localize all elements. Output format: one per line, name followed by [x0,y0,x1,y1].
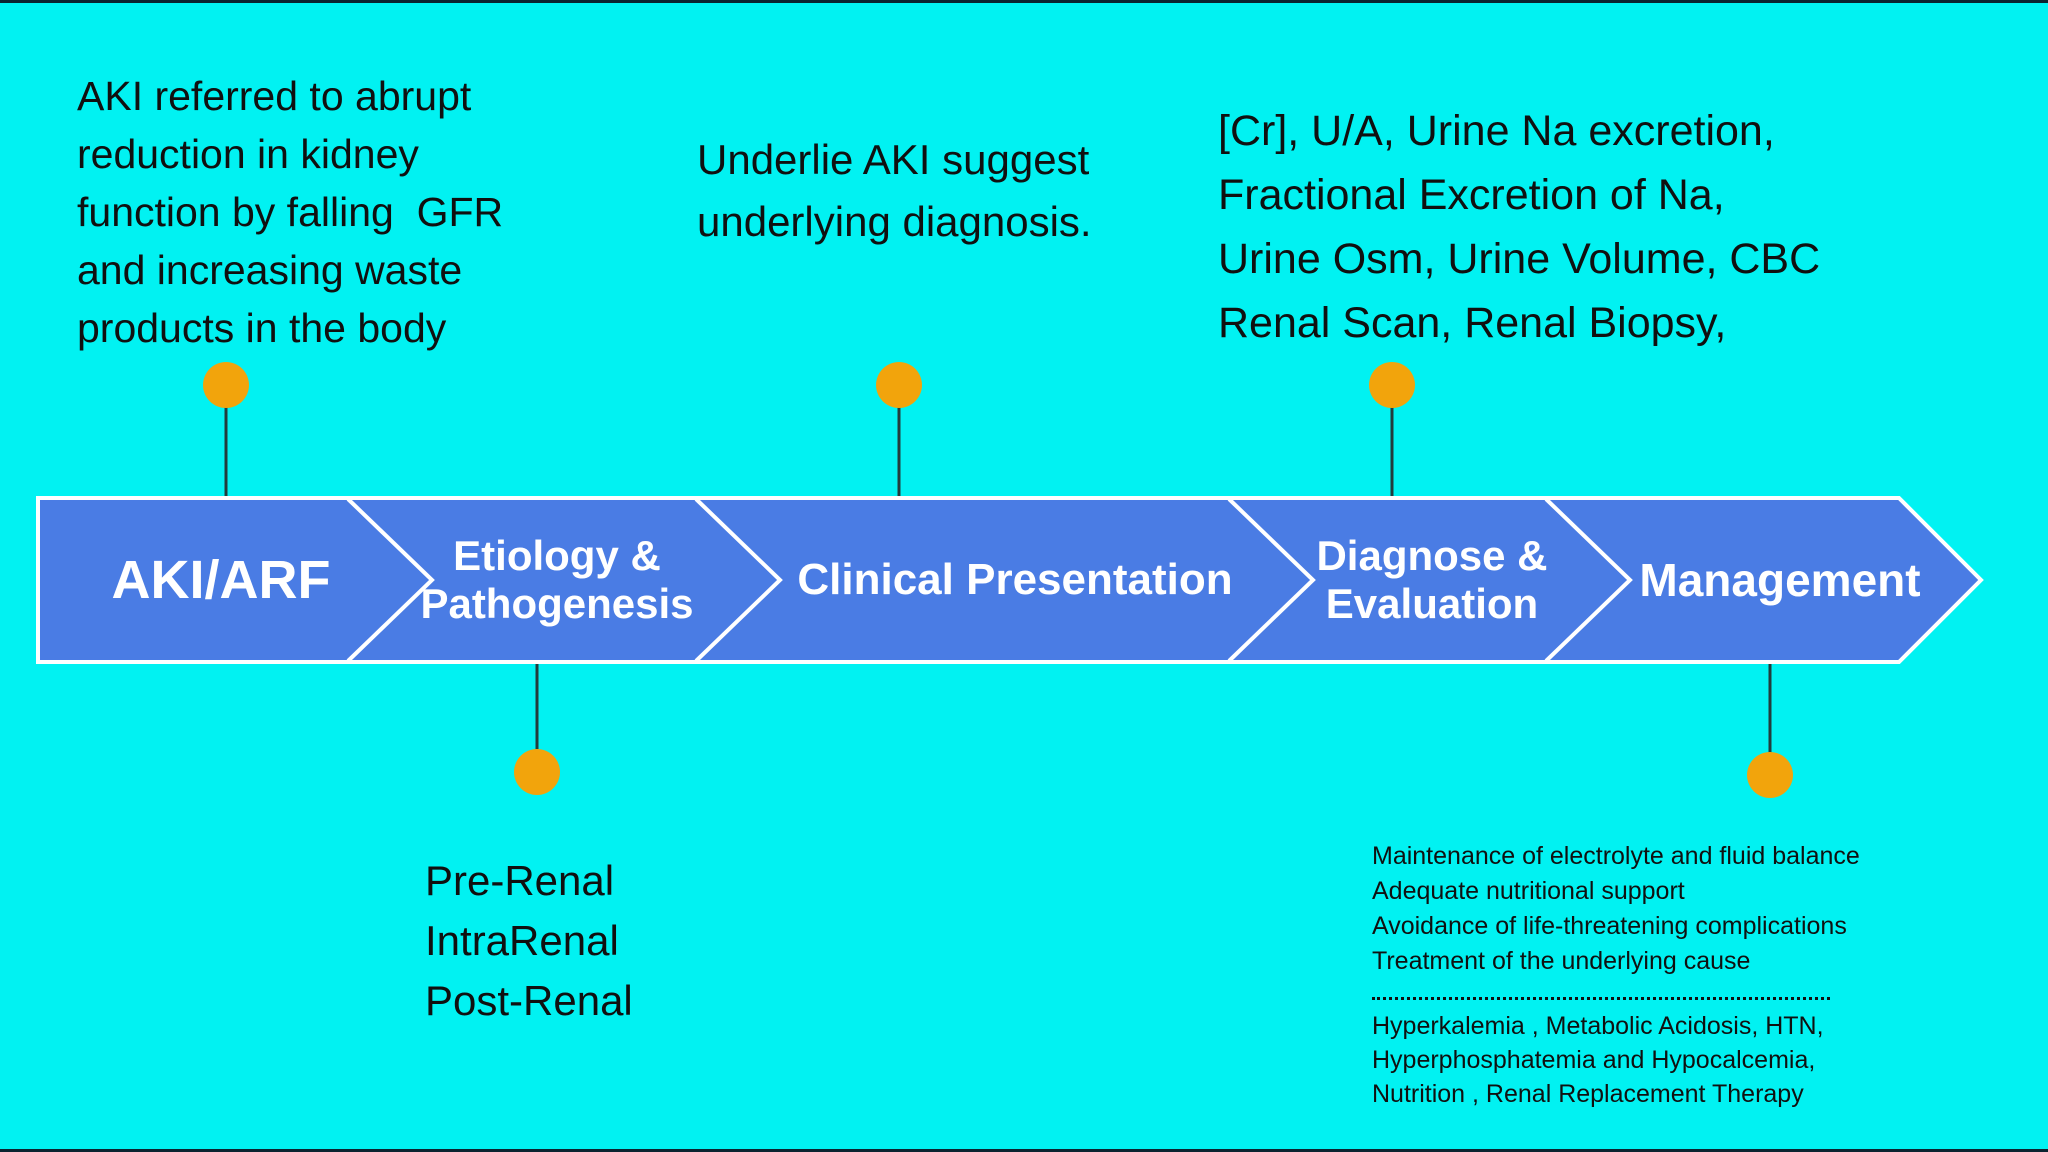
milestone-marker-aki [203,362,249,408]
stage-label-management: Management [1639,553,1921,606]
chevron-divider-3 [1227,497,1316,663]
banner-arrow [36,496,1984,664]
annotation-aki-definition: AKI referred to abrupt reduction in kidn… [77,73,504,351]
stage-label-aki-arf: AKI/ARF [111,549,331,610]
stage-label-etiology-pathogenesis: Etiology & Pathogenesis [420,531,694,627]
milestone-marker-clinical [876,362,922,408]
chevron-divider-4 [1544,497,1633,663]
annotation-etiology-types: Pre-Renal IntraRenal Post-Renal [425,857,633,1024]
chevron-divider-2 [694,497,783,663]
stage-label-clinical-presentation: Clinical Presentation [797,554,1233,604]
annotation-clinical-presentation: Underlie AKI suggest underlying diagnosi… [697,136,1092,245]
annotation-management-goals: Maintenance of electrolyte and fluid bal… [1372,842,1860,975]
stage-label-diagnose-evaluation: Diagnose & Evaluation [1316,531,1548,627]
annotation-diagnose-evaluation: [Cr], U/A, Urine Na excretion, Fractiona… [1218,107,1821,347]
flow-graphics [36,362,1984,798]
chevron-divider-1 [346,497,435,663]
annotation-management-complications: Hyperkalemia , Metabolic Acidosis, HTN, … [1372,1012,1824,1108]
milestone-marker-etiology [514,749,560,795]
milestone-marker-management [1747,752,1793,798]
dotted-divider [1372,997,1830,1000]
milestone-marker-diagnose [1369,362,1415,408]
